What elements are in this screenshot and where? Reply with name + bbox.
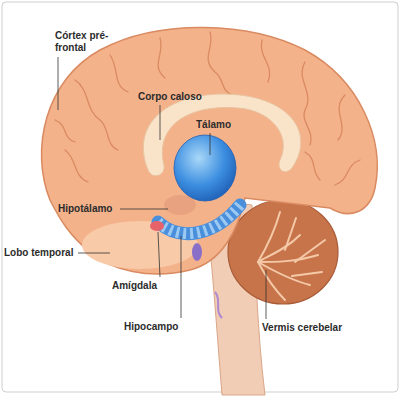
arbor-branch [258, 212, 280, 262]
leader-line [120, 209, 168, 210]
sulcus [55, 120, 75, 142]
sulcus [305, 152, 320, 180]
part-label: Córtex pré-frontal [55, 30, 117, 54]
cerebellum [228, 200, 338, 304]
leader-line [58, 57, 59, 110]
sulcus [158, 38, 165, 78]
sulcus [65, 150, 88, 182]
cerebrum [42, 27, 378, 273]
leader-line [266, 270, 267, 319]
pituitary [192, 243, 202, 261]
sulcus [75, 80, 118, 150]
sulcus [208, 32, 232, 95]
sulcus [110, 55, 128, 92]
arbor-branch [295, 240, 325, 262]
sulcus [335, 160, 360, 185]
part-label: Vermis cerebelar [262, 322, 342, 334]
leader-line [158, 232, 160, 277]
part-label: Corpo caloso [138, 91, 202, 103]
leader-lines [58, 57, 266, 319]
arbor-branch [258, 235, 300, 262]
arbor-branch [285, 218, 296, 250]
frame [2, 2, 398, 392]
hippocampus-ridges [158, 205, 240, 234]
leader-line [160, 105, 161, 140]
thalamus [174, 135, 236, 201]
leader-line [210, 133, 211, 155]
arbor-branch [258, 262, 285, 300]
sulcus [302, 62, 311, 145]
hippocampus [158, 205, 240, 234]
part-label: Lobo temporal [4, 247, 73, 259]
part-label: Hipocampo [124, 321, 178, 333]
sulcus [261, 40, 269, 82]
amygdala [150, 221, 164, 231]
leader-line [181, 236, 182, 318]
leader-line [78, 253, 110, 254]
arbor-branch [292, 272, 322, 276]
part-label: Amígdala [112, 280, 157, 292]
sulcus [338, 95, 345, 140]
arbor-branch [258, 255, 318, 262]
part-label: Hipotálamo [58, 203, 112, 215]
part-label: Tálamo [196, 119, 231, 131]
brainstem-detail [215, 292, 222, 318]
arbor-vitae [258, 212, 325, 300]
